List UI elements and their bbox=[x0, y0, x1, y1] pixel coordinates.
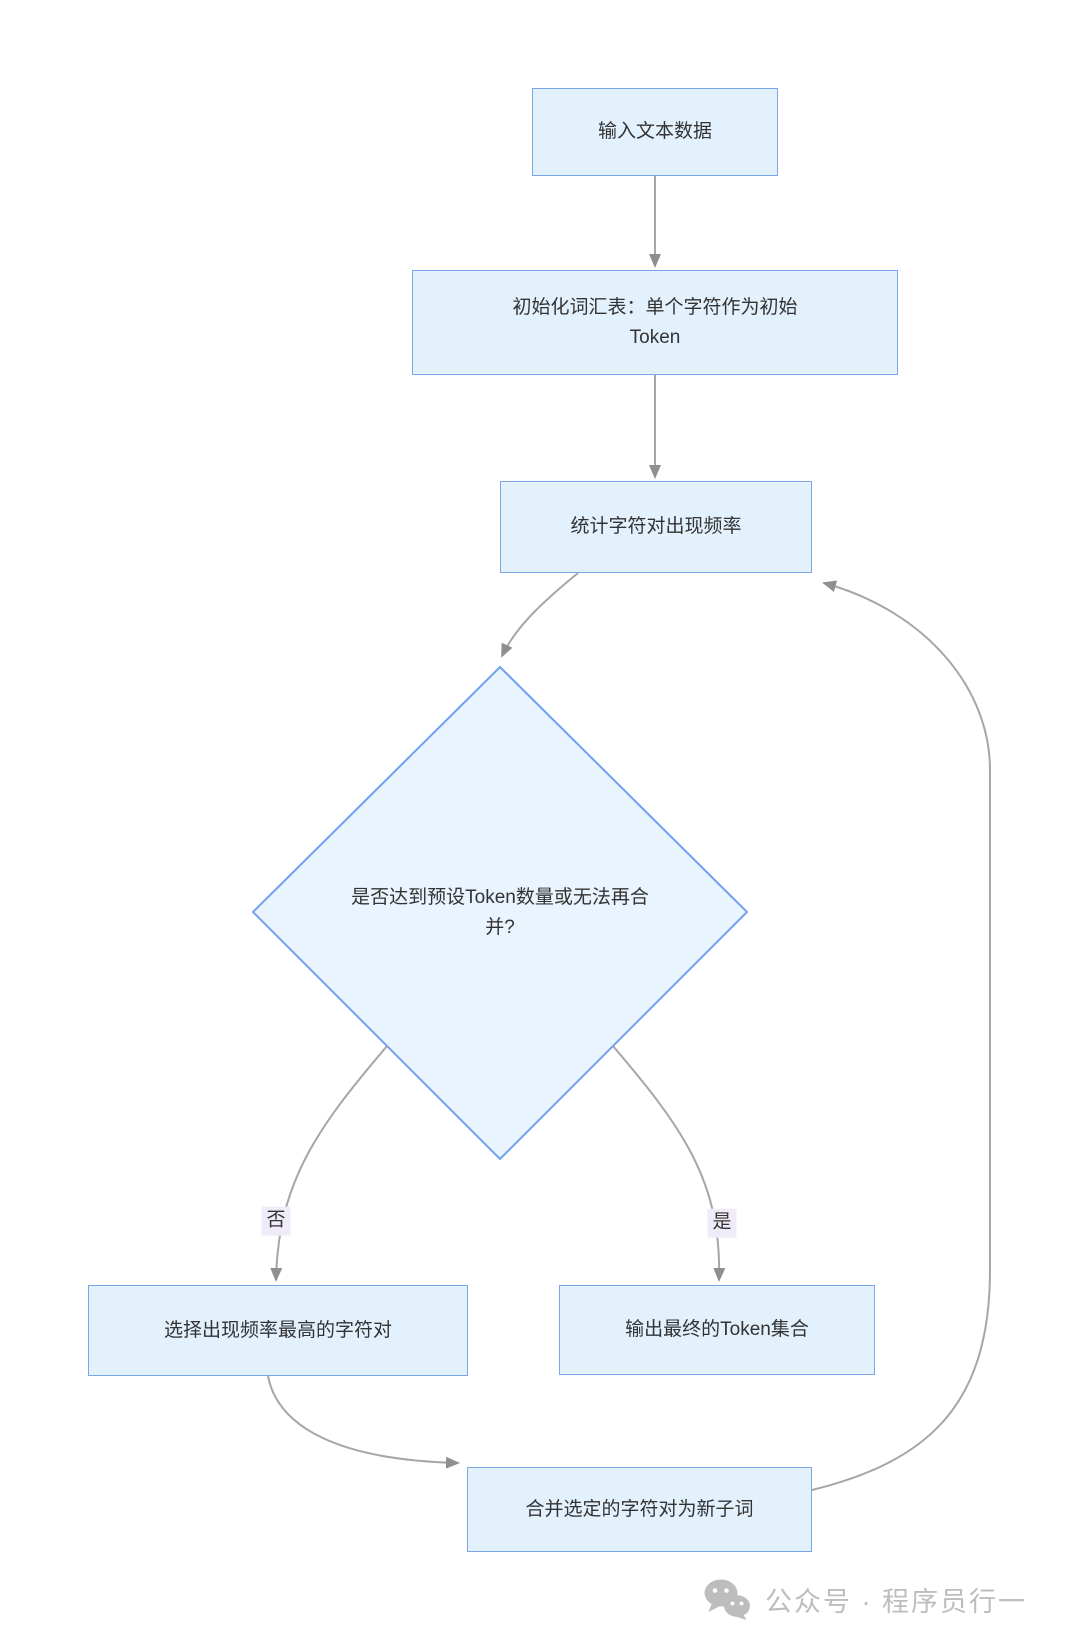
node-merge-pair-label: 合并选定的字符对为新子词 bbox=[525, 1498, 754, 1520]
edge-merge-to-count-loop bbox=[811, 580, 991, 1491]
edge-decision-to-output bbox=[612, 1045, 726, 1282]
node-select-pair: 选择出现频率最高的字符对 bbox=[88, 1285, 468, 1376]
watermark: 公众号 · 程序员行一 bbox=[702, 1578, 1027, 1620]
edge-count-to-decision bbox=[501, 572, 579, 658]
node-input-text-label: 输入文本数据 bbox=[597, 121, 712, 143]
edge-label-yes-text: 是 bbox=[712, 1211, 732, 1233]
node-count-pairs-label: 统计字符对出现频率 bbox=[570, 516, 742, 538]
node-decision-label: 是否达到预设Token数量或无法再合 并? bbox=[351, 887, 649, 938]
watermark-text: 公众号 · 程序员行一 bbox=[765, 1586, 1027, 1617]
node-merge-pair: 合并选定的字符对为新子词 bbox=[467, 1467, 812, 1552]
node-init-vocab-label: 初始化词汇表：单个字符作为初始 Token bbox=[512, 297, 798, 348]
decision-diamond-shape bbox=[251, 665, 749, 1161]
node-output-tokens-label: 输出最终的Token集合 bbox=[625, 1319, 809, 1341]
edge-label-no-text: 否 bbox=[266, 1209, 286, 1231]
node-select-pair-label: 选择出现频率最高的字符对 bbox=[163, 1319, 392, 1341]
edge-decision-to-select bbox=[270, 1045, 388, 1282]
wechat-icon bbox=[704, 1579, 750, 1620]
edge-select-to-merge bbox=[267, 1375, 460, 1469]
edge-label-no: 否 bbox=[261, 1206, 291, 1236]
node-init-vocab: 初始化词汇表：单个字符作为初始 Token bbox=[412, 270, 898, 375]
edge-label-yes: 是 bbox=[707, 1208, 737, 1238]
node-count-pairs: 统计字符对出现频率 bbox=[500, 481, 812, 573]
node-decision: 是否达到预设Token数量或无法再合 并? bbox=[305, 855, 695, 970]
node-input-text: 输入文本数据 bbox=[532, 88, 778, 176]
node-output-tokens: 输出最终的Token集合 bbox=[559, 1285, 875, 1375]
